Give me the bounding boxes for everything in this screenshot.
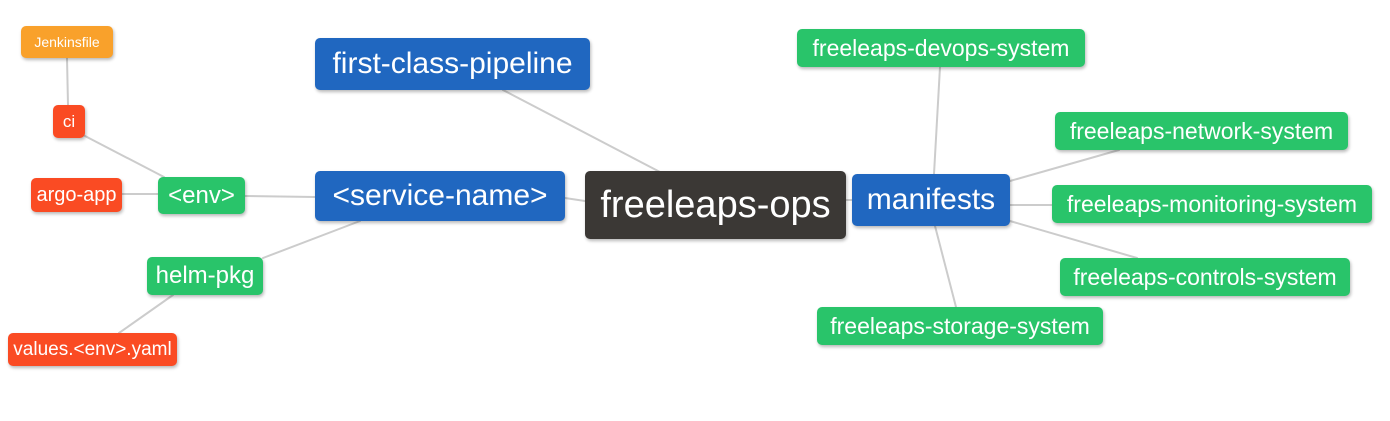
edge-manifests-to-freeleaps-devops-system [933,66,941,175]
edge-service-name-to-helm-pkg [262,220,361,259]
edge-manifests-to-freeleaps-storage-system [934,225,957,308]
edge-manifests-to-freeleaps-network-system [1009,149,1120,182]
node-freeleaps-network-system[interactable]: freeleaps-network-system [1055,112,1348,150]
node-freeleaps-controls-system[interactable]: freeleaps-controls-system [1060,258,1350,296]
node-first-class-pipeline[interactable]: first-class-pipeline [315,38,590,90]
edge-manifests-to-freeleaps-controls-system [1009,220,1138,259]
node-argo-app[interactable]: argo-app [31,178,122,212]
node-env[interactable]: <env> [158,177,245,214]
node-freeleaps-devops-system[interactable]: freeleaps-devops-system [797,29,1085,67]
node-ci[interactable]: ci [53,105,85,138]
edge-service-name-to-freeleaps-ops [564,197,586,202]
edge-env-to-service-name [244,195,316,198]
node-values-env-yaml[interactable]: values.<env>.yaml [8,333,177,366]
node-freeleaps-monitoring-system[interactable]: freeleaps-monitoring-system [1052,185,1372,223]
edge-helm-pkg-to-values-env-yaml [118,294,174,334]
edge-jenkinsfile-to-ci [66,57,69,106]
node-jenkinsfile[interactable]: Jenkinsfile [21,26,113,58]
edge-ci-to-env [84,135,165,178]
node-manifests[interactable]: manifests [852,174,1010,226]
node-freeleaps-ops[interactable]: freeleaps-ops [585,171,846,239]
node-freeleaps-storage-system[interactable]: freeleaps-storage-system [817,307,1103,345]
edge-first-class-pipeline-to-freeleaps-ops [502,89,661,173]
node-helm-pkg[interactable]: helm-pkg [147,257,263,295]
node-service-name[interactable]: <service-name> [315,171,565,221]
